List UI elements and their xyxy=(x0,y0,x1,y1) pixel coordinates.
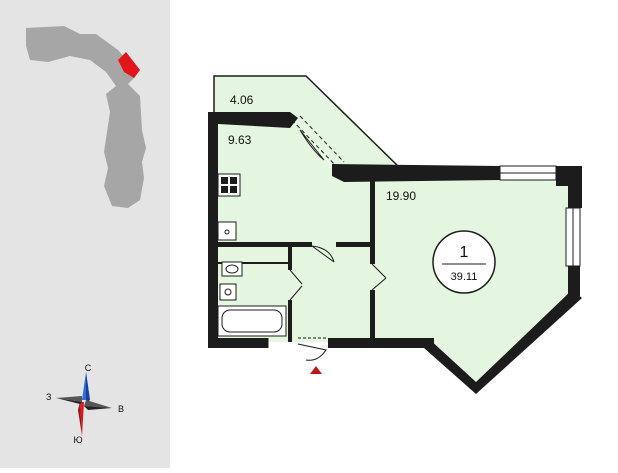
building-footprint xyxy=(26,26,146,208)
compass-label-west: З xyxy=(46,392,51,402)
washbasin-icon xyxy=(219,283,237,301)
compass-label-north: С xyxy=(85,363,92,373)
hallway-area xyxy=(290,246,372,342)
compass-south-arm xyxy=(80,402,84,436)
balcony-area xyxy=(214,76,400,168)
walls xyxy=(208,112,582,394)
total-area: 39.11 xyxy=(451,271,478,283)
sidebar-panel: С В Ю З xyxy=(0,0,170,468)
toilet-icon xyxy=(221,261,243,277)
selected-section-marker xyxy=(118,52,140,78)
kitchen-sink-icon xyxy=(217,221,237,241)
compass-label-east: В xyxy=(118,404,124,414)
balcony-outline xyxy=(213,75,401,169)
bathtub-icon xyxy=(217,305,287,337)
living-room-area-label: 19.90 xyxy=(386,189,416,203)
compass-east-arm xyxy=(84,400,112,408)
stove-icon xyxy=(217,173,241,197)
balcony-door xyxy=(291,115,345,167)
rooms-count: 1 xyxy=(460,244,469,261)
balcony-area-label: 4.06 xyxy=(230,93,254,107)
windows xyxy=(499,165,581,267)
site-plan-minimap: С В Ю З xyxy=(26,26,146,445)
doors xyxy=(267,245,387,361)
entrance-marker xyxy=(310,366,322,374)
compass-label-south: Ю xyxy=(73,435,82,445)
compass-west-arm xyxy=(56,396,82,402)
kitchen-area-label: 9.63 xyxy=(228,133,252,147)
compass-rose: С В Ю З xyxy=(46,363,124,445)
kitchen-area xyxy=(214,116,372,246)
apartment-badge: 1 39.11 xyxy=(432,230,496,294)
